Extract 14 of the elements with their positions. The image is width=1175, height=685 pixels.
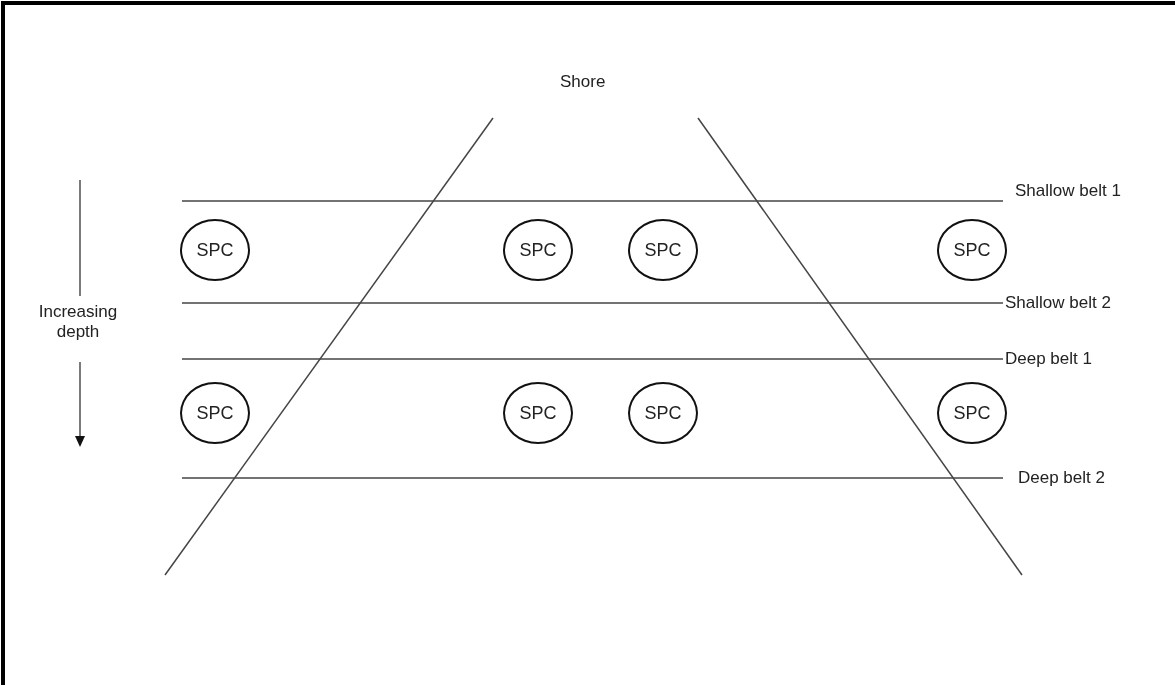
belt-label: Deep belt 2	[1018, 468, 1105, 488]
sampling-circle: SPC	[503, 219, 573, 281]
belt-label: Deep belt 1	[1005, 349, 1092, 369]
sampling-circle: SPC	[503, 382, 573, 444]
sampling-circle: SPC	[937, 382, 1007, 444]
sampling-circle: SPC	[937, 219, 1007, 281]
sampling-circle: SPC	[180, 219, 250, 281]
shore-label: Shore	[560, 72, 606, 92]
axis-label: Increasing depth	[37, 302, 119, 342]
belt-label: Shallow belt 2	[1005, 293, 1111, 313]
sampling-circle: SPC	[628, 219, 698, 281]
sampling-circle: SPC	[628, 382, 698, 444]
sampling-circle: SPC	[180, 382, 250, 444]
belt-label: Shallow belt 1	[1015, 181, 1121, 201]
